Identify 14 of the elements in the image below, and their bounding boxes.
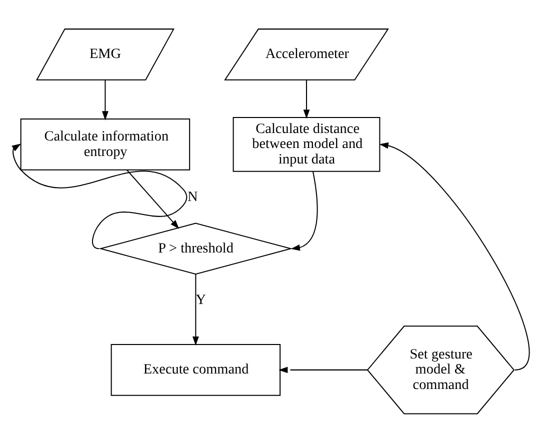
node-box: Calculate information entropy [20, 118, 190, 170]
arrow [303, 80, 310, 119]
arrow [192, 274, 199, 346]
edge-label: N [188, 189, 198, 206]
node-box: Execute command [110, 344, 281, 396]
arrow [379, 142, 530, 370]
arrow [126, 170, 180, 229]
node-box: Calculate distance between model and input data [232, 117, 380, 172]
edge-label: Y [196, 292, 206, 308]
arrow [12, 144, 188, 250]
arrow [278, 366, 368, 374]
arrow [102, 80, 108, 120]
node-diamond: P > threshold [98, 222, 293, 275]
arrow [290, 171, 318, 251]
